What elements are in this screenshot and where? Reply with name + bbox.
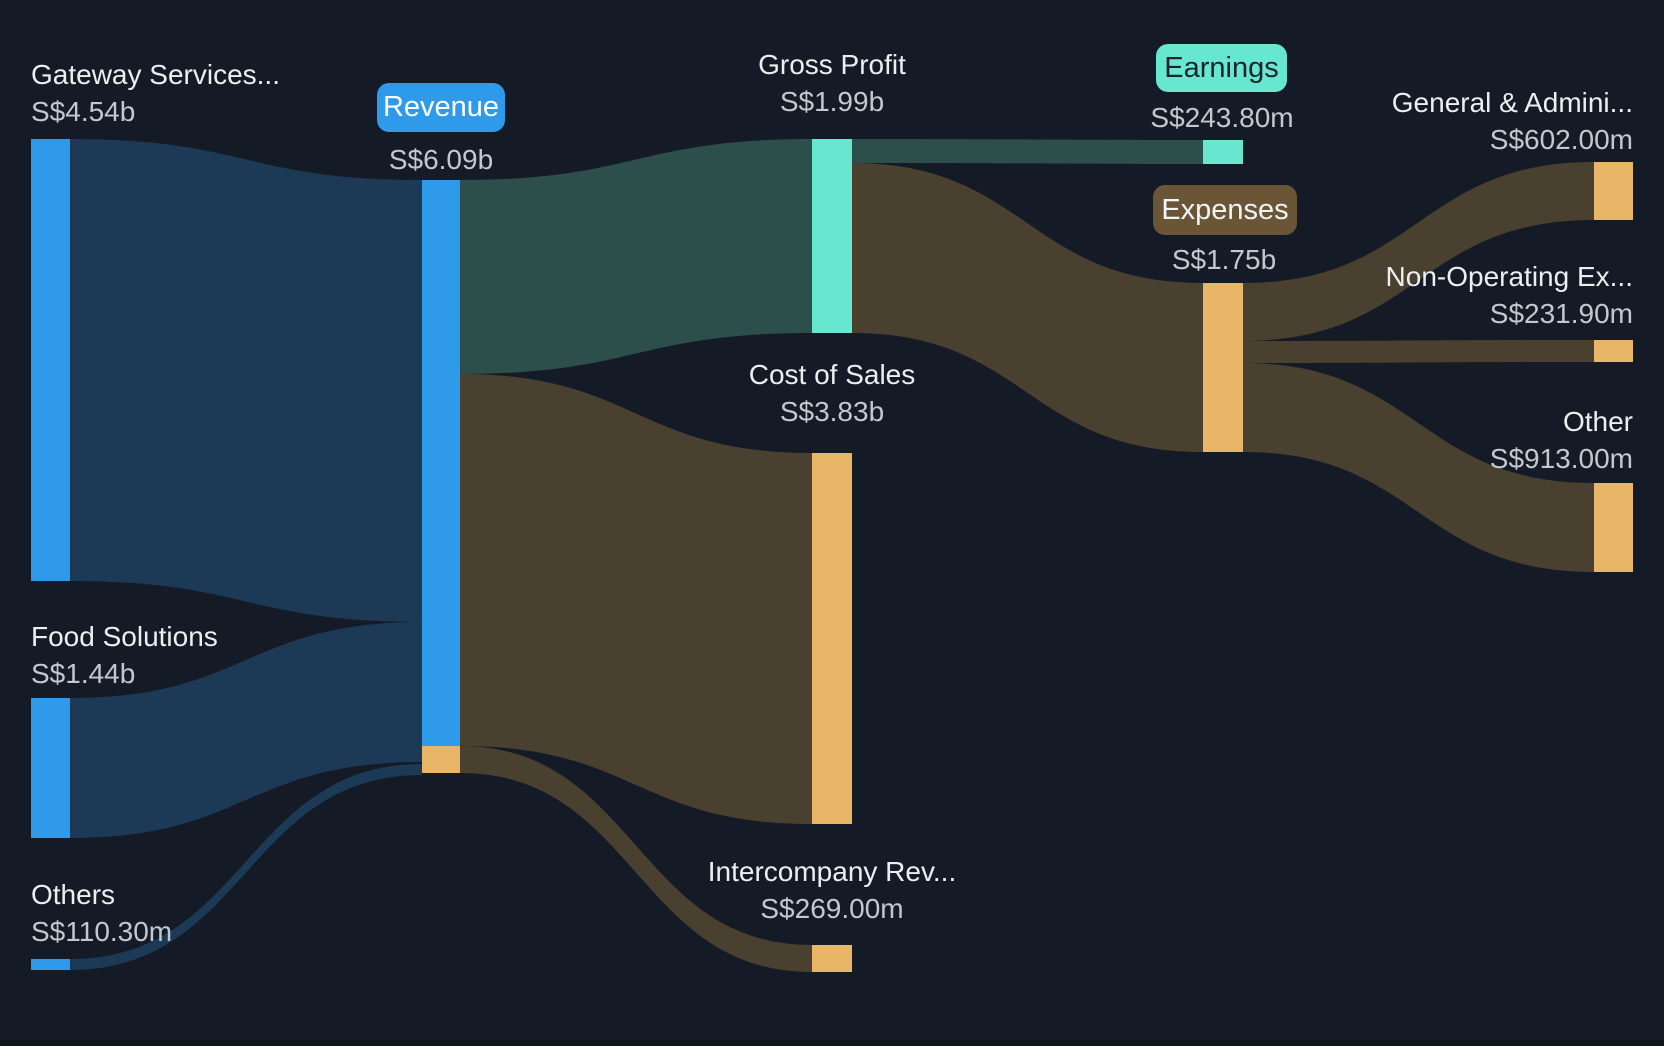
node-food-solutions[interactable] (31, 698, 70, 838)
node-cost-of-sales[interactable] (812, 453, 852, 824)
node-others[interactable] (31, 959, 70, 970)
others-title: Others (31, 879, 116, 910)
earnings-pill-label: Earnings (1164, 51, 1279, 84)
node-general-admin[interactable] (1594, 162, 1633, 220)
node-expenses[interactable] (1203, 283, 1243, 452)
label-revenue-value: S$6.09b (389, 141, 493, 178)
node-intercompany-rev[interactable] (812, 945, 852, 972)
gross-profit-value: S$1.99b (779, 86, 885, 117)
earnings-value: S$243.80m (1150, 102, 1294, 133)
intercompany-rev-value: S$269.00m (760, 893, 904, 924)
node-revenue-intercompany-stub[interactable] (422, 746, 460, 773)
node-gross-profit[interactable] (812, 139, 852, 333)
label-earnings-value: S$243.80m (1150, 99, 1293, 136)
expenses-pill-label: Expenses (1161, 193, 1289, 226)
cost-of-sales-value: S$3.83b (779, 396, 885, 427)
node-earnings[interactable] (1203, 140, 1243, 164)
label-others: Others S$110.30m (31, 876, 172, 950)
non-operating-value: S$231.90m (1489, 298, 1633, 329)
gateway-services-title: Gateway Services... (31, 59, 280, 90)
others-value: S$110.30m (31, 916, 173, 947)
flow-gross-profit-to-earnings (852, 139, 1203, 164)
gross-profit-title: Gross Profit (758, 49, 906, 80)
label-general-admin: General & Admini... S$602.00m (1392, 84, 1633, 158)
flow-others-to-revenue (70, 764, 422, 970)
flow-expenses-to-general-admin (1243, 162, 1594, 341)
label-gateway-services: Gateway Services... S$4.54b (31, 56, 280, 130)
label-other: Other S$913.00m (1490, 403, 1633, 477)
bottom-edge-strip (0, 1040, 1664, 1046)
flow-gateway-to-revenue (70, 139, 422, 622)
label-cost-of-sales: Cost of Sales S$3.83b (749, 356, 916, 430)
intercompany-rev-title: Intercompany Rev... (707, 856, 957, 887)
revenue-pill-label: Revenue (382, 91, 500, 123)
label-expenses-value: S$1.75b (1172, 241, 1276, 278)
revenue-value: S$6.09b (388, 144, 494, 175)
flow-food-to-revenue (70, 622, 422, 838)
flow-expenses-to-other (1243, 363, 1594, 572)
node-non-operating[interactable] (1594, 340, 1633, 362)
flow-revenue-to-gross-profit (460, 139, 812, 374)
node-gateway-services[interactable] (31, 139, 70, 581)
food-solutions-title: Food Solutions (31, 621, 218, 652)
label-non-operating: Non-Operating Ex... S$231.90m (1386, 258, 1633, 332)
node-other[interactable] (1594, 483, 1633, 572)
food-solutions-value: S$1.44b (31, 658, 136, 689)
other-value: S$913.00m (1489, 443, 1633, 474)
flow-revenue-to-intercompany (460, 746, 812, 972)
gateway-services-value: S$4.54b (31, 96, 136, 127)
flow-expenses-to-non-operating (1243, 340, 1594, 363)
label-food-solutions: Food Solutions S$1.44b (31, 618, 218, 692)
label-gross-profit: Gross Profit S$1.99b (758, 46, 906, 120)
revenue-pill[interactable]: Revenue (377, 83, 505, 132)
cost-of-sales-title: Cost of Sales (748, 359, 916, 390)
non-operating-title: Non-Operating Ex... (1385, 261, 1633, 292)
other-title: Other (1562, 406, 1633, 437)
earnings-pill[interactable]: Earnings (1156, 44, 1287, 92)
flow-gross-profit-to-expenses (852, 163, 1203, 452)
general-admin-title: General & Admini... (1391, 87, 1633, 118)
node-revenue[interactable] (422, 180, 460, 746)
label-intercompany-rev: Intercompany Rev... S$269.00m (708, 853, 956, 927)
flow-revenue-to-cost-of-sales (460, 374, 812, 824)
expenses-pill[interactable]: Expenses (1153, 185, 1297, 235)
general-admin-value: S$602.00m (1489, 124, 1633, 155)
expenses-value: S$1.75b (1171, 244, 1277, 275)
